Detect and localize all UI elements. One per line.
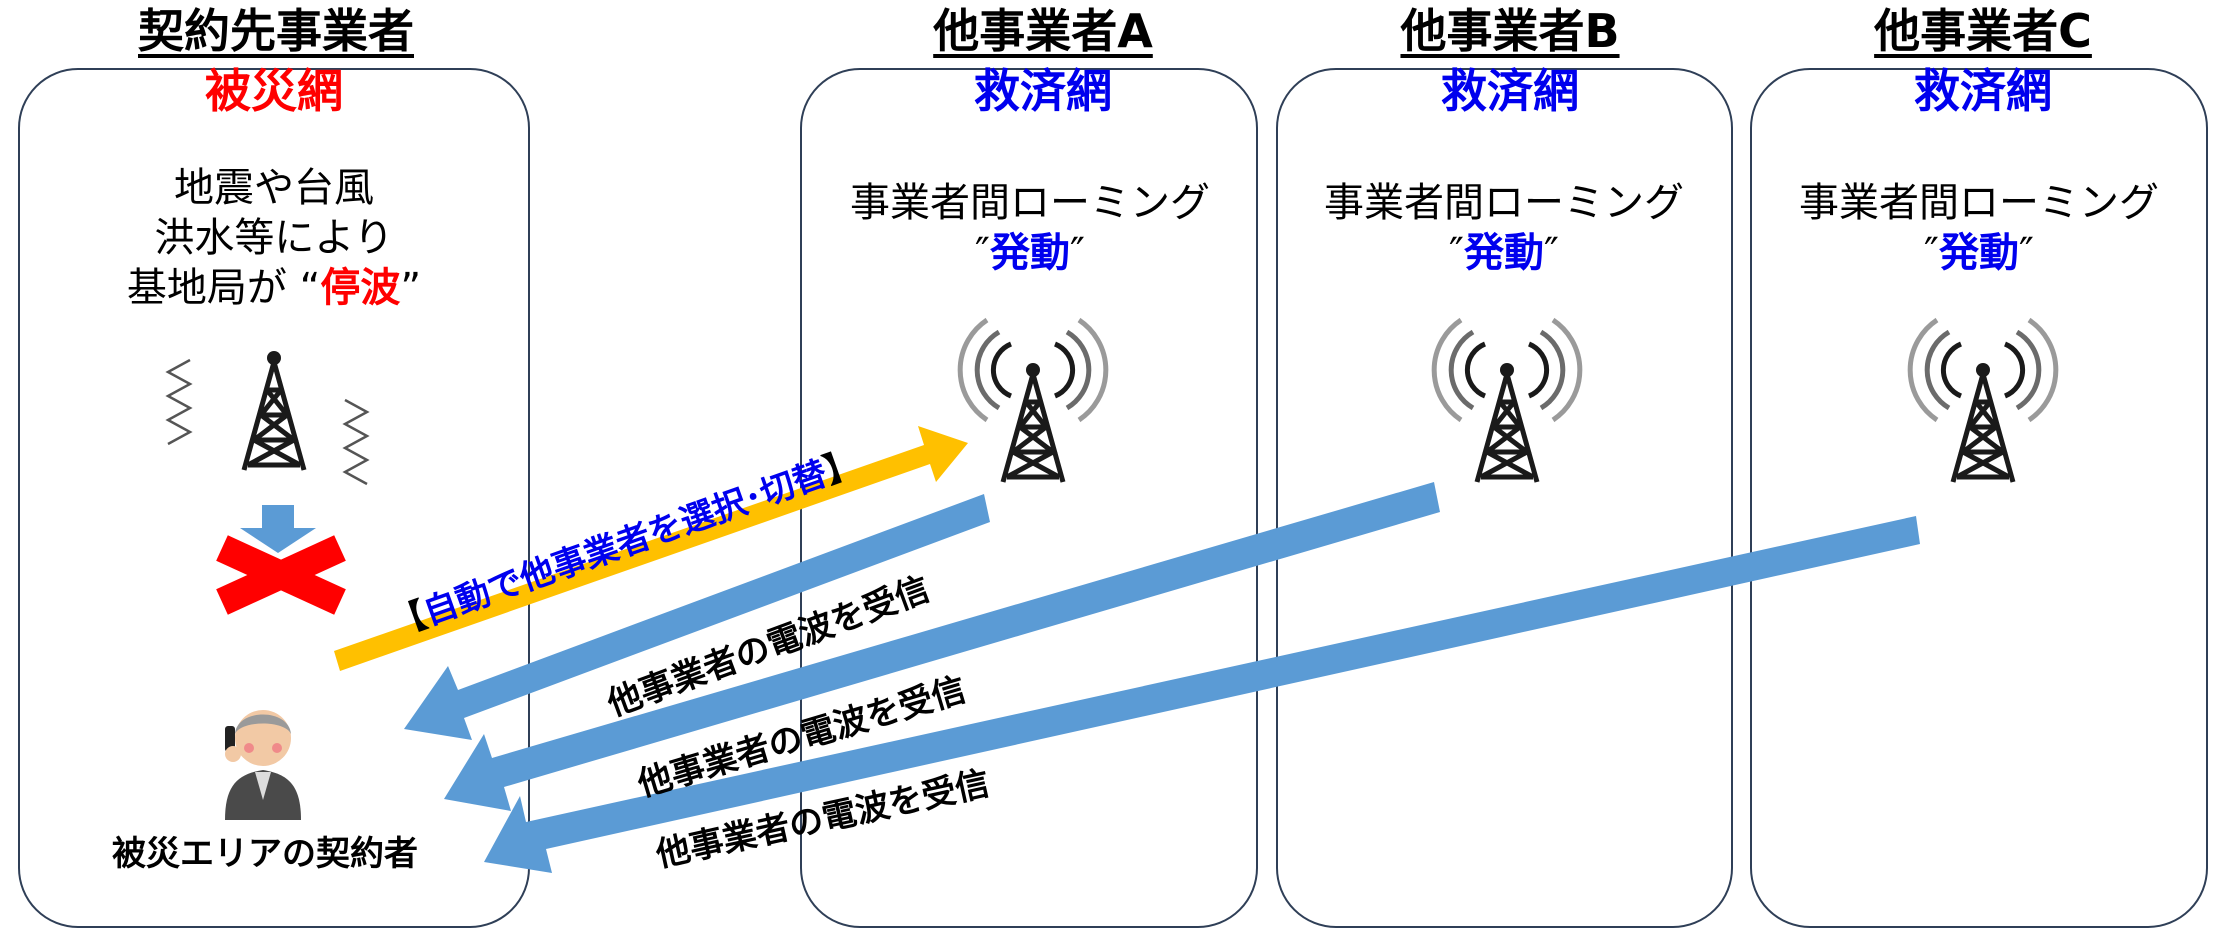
phone-user-icon — [225, 710, 301, 820]
down-arrow-icon — [240, 505, 316, 553]
broadcasting-tower-icon — [1434, 320, 1580, 482]
desc-line-2: 洪水等により — [154, 215, 394, 261]
activated-label: 発動 — [1939, 230, 2019, 276]
red-x-icon — [216, 535, 346, 615]
stopped-label: 停波 — [320, 265, 401, 311]
receive-arrow-c — [484, 516, 1920, 873]
activated-label: 発動 — [990, 230, 1070, 276]
activated-label: 発動 — [1464, 230, 1544, 276]
roaming-status-open: ″ — [1924, 230, 1939, 276]
carrier-a-network-label: 救済網 — [974, 64, 1112, 118]
carrier-b-roaming: 事業者間ローミング ″発動″ — [1324, 178, 1684, 278]
carrier-b-title: 他事業者B — [1374, 2, 1646, 60]
contract-carrier-title: 契約先事業者 — [112, 2, 440, 60]
roaming-label: 事業者間ローミング — [1324, 180, 1684, 226]
disaster-network-label: 被災網 — [205, 64, 343, 118]
disaster-description: 地震や台風 洪水等により 基地局が “停波” — [127, 163, 421, 313]
roaming-status-close: ″ — [1070, 230, 1085, 276]
roaming-status: ″発動″ — [850, 228, 1210, 278]
roaming-status: ″発動″ — [1324, 228, 1684, 278]
carrier-a-roaming: 事業者間ローミング ″発動″ — [850, 178, 1210, 278]
desc-line-3-suffix: ” — [400, 265, 422, 311]
carrier-b-network-label: 救済網 — [1441, 64, 1579, 118]
roaming-status-open: ″ — [975, 230, 990, 276]
roaming-status-open: ″ — [1449, 230, 1464, 276]
receive-arrow-a — [404, 494, 990, 740]
roaming-status: ″発動″ — [1799, 228, 2159, 278]
roaming-status-close: ″ — [1544, 230, 1559, 276]
roaming-label: 事業者間ローミング — [850, 180, 1210, 226]
diagram-graphics — [165, 0, 2216, 873]
desc-line-3: 基地局が “停波” — [127, 263, 421, 313]
broadcasting-tower-icon — [1910, 320, 2056, 482]
carrier-c-roaming: 事業者間ローミング ″発動″ — [1799, 178, 2159, 278]
carrier-a-title: 他事業者A — [907, 2, 1179, 60]
vibration-icon — [165, 358, 193, 446]
roaming-label: 事業者間ローミング — [1799, 180, 2159, 226]
affected-user-caption: 被災エリアの契約者 — [112, 834, 418, 874]
desc-line-3-prefix: 基地局が “ — [126, 265, 321, 311]
auto-select-arrow — [334, 426, 968, 671]
carrier-c-title: 他事業者C — [1848, 2, 2118, 60]
broadcasting-tower-icon — [960, 320, 1106, 482]
carrier-c-network-label: 救済網 — [1914, 64, 2052, 118]
desc-line-1: 地震や台風 — [173, 165, 374, 211]
vibration-icon — [342, 398, 370, 486]
receive-arrow-b — [444, 482, 1440, 811]
antenna-tower-icon — [244, 351, 304, 470]
roaming-status-close: ″ — [2019, 230, 2034, 276]
